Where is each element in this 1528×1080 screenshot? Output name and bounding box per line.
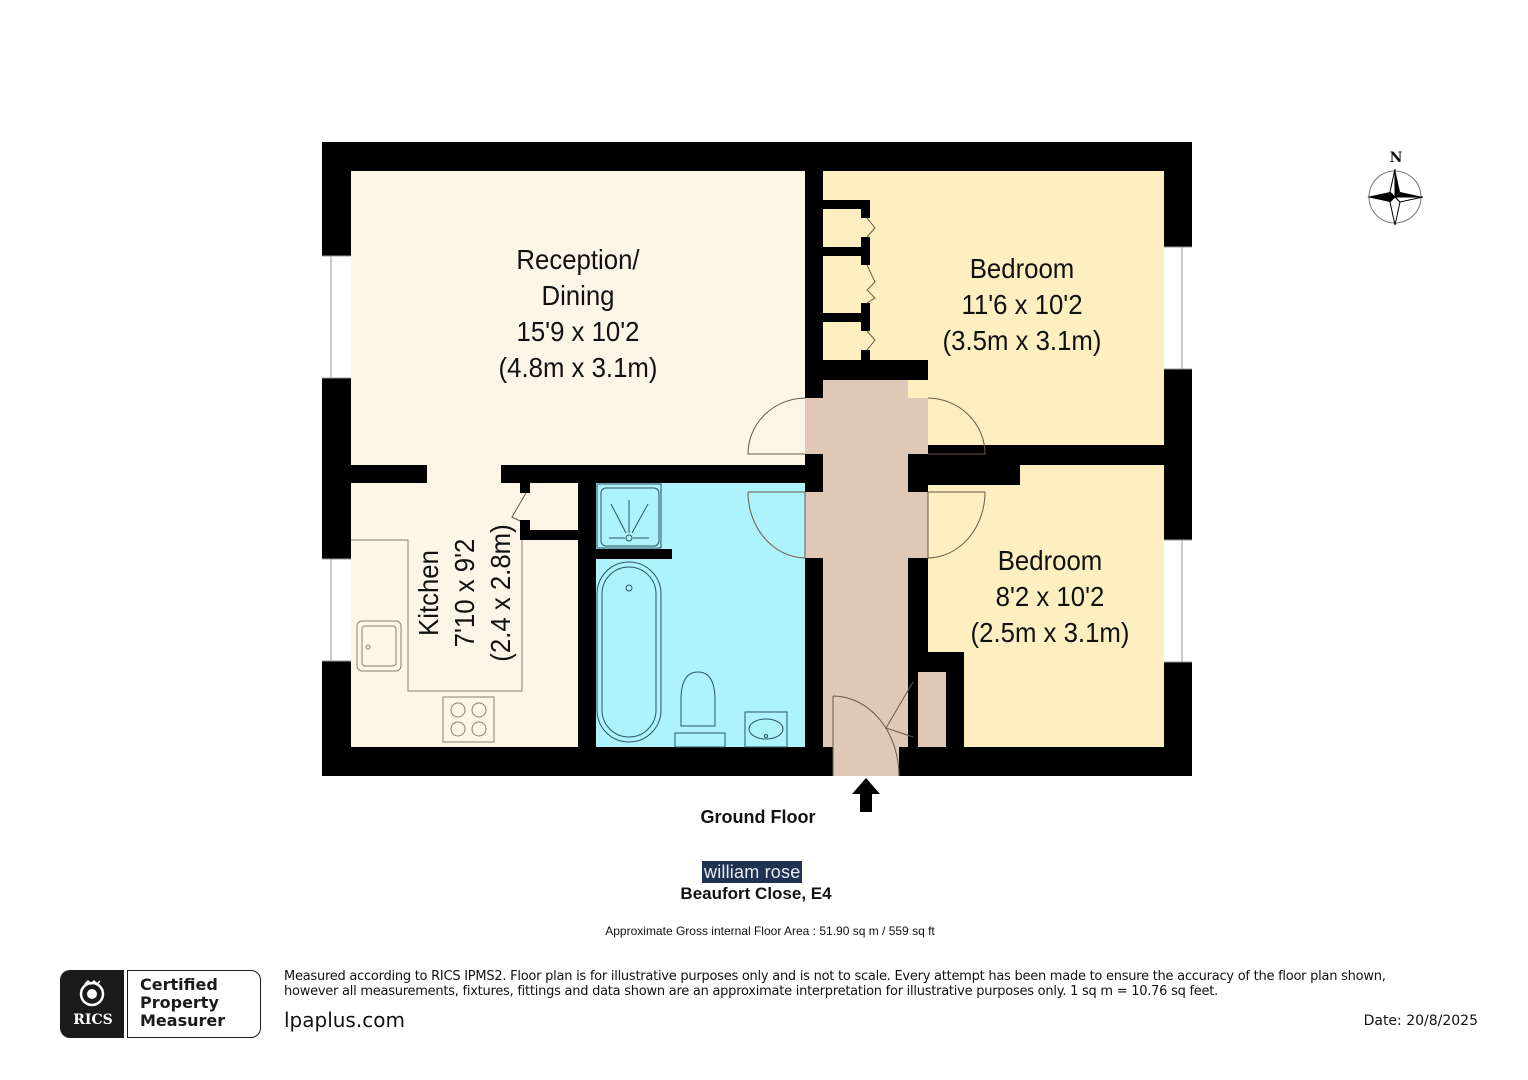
certified-line1: Certified xyxy=(140,975,218,994)
rics-certified-badge: RICS Certified Property Measurer xyxy=(60,970,261,1038)
wardrobe-post-2 xyxy=(861,237,870,265)
door-swing-reception xyxy=(747,397,806,455)
certified-box: Certified Property Measurer xyxy=(127,970,261,1038)
wardrobe-bifold-doors-2 xyxy=(866,264,876,304)
bedroom-divider-wall xyxy=(928,445,1020,465)
toilet-icon xyxy=(674,671,726,748)
lion-icon xyxy=(79,980,105,1007)
door-swing-bedroom1 xyxy=(927,397,986,455)
room-reception-floor xyxy=(351,171,805,465)
kitchen-cupboard-post xyxy=(520,520,530,540)
website-link[interactable]: lpaplus.com xyxy=(284,1008,405,1032)
kitchen-cupboard-wall xyxy=(520,483,530,493)
sink-icon xyxy=(356,620,402,672)
hallway-door-left-top xyxy=(805,398,825,454)
room-name: Kitchen xyxy=(413,550,444,636)
window-bedroom2 xyxy=(1164,539,1192,663)
room-name: Bedroom xyxy=(997,545,1103,576)
room-label-bedroom2: Bedroom 8'2 x 10'2 (2.5m x 3.1m) xyxy=(940,543,1161,651)
wardrobe-shelf-2 xyxy=(823,247,870,256)
bedroom-divider-wall-2 xyxy=(1002,445,1164,465)
room-dimensions-imperial: 11'6 x 10'2 xyxy=(961,289,1083,320)
cupboard-post-bottom xyxy=(908,737,918,747)
hob-icon xyxy=(442,696,495,743)
compass-rose-icon xyxy=(1367,168,1424,226)
certified-line2: Property xyxy=(140,993,219,1012)
arrow-up-icon xyxy=(852,778,880,812)
room-kitchen-floor xyxy=(351,483,578,747)
room-bathroom-floor xyxy=(596,483,805,747)
bedroom1-lower-wall xyxy=(823,360,928,380)
kitchen-cupboard-wall-2 xyxy=(520,530,578,540)
window-kitchen xyxy=(322,558,351,662)
hallway-door-right-bottom xyxy=(906,492,928,558)
property-address: Beaufort Close, E4 xyxy=(680,884,832,903)
bathroom-shower-wall xyxy=(596,549,672,559)
window-reception xyxy=(322,255,351,379)
cupboard-wall-v xyxy=(946,652,964,747)
rics-wordmark: RICS xyxy=(73,1012,113,1028)
bedroom2-cover xyxy=(1020,465,1164,485)
room-label-bedroom1: Bedroom 11'6 x 10'2 (3.5m x 3.1m) xyxy=(912,251,1133,359)
hallway-door-right-top xyxy=(906,398,928,454)
door-swing-bedroom2 xyxy=(927,491,986,559)
bathtub-icon xyxy=(596,561,662,743)
disclaimer: Measured according to RICS IPMS2. Floor … xyxy=(284,969,1494,999)
cupboard-post-top xyxy=(908,672,918,682)
room-dimensions-imperial: 8'2 x 10'2 xyxy=(995,581,1105,612)
room-dimensions-metric: (4.8m x 3.1m) xyxy=(498,352,658,383)
wardrobe-post-3 xyxy=(861,303,870,331)
room-name-line2: Dining xyxy=(541,280,615,311)
room-dimensions-imperial: 7'10 x 9'2 xyxy=(449,538,480,648)
rics-logo-panel: RICS xyxy=(60,970,124,1038)
hallway-cupboard xyxy=(918,672,946,747)
door-swing-entrance xyxy=(832,695,900,777)
room-name: Bedroom xyxy=(969,253,1075,284)
wardrobe-bifold-doors-3 xyxy=(866,330,876,351)
room-name: Reception/ xyxy=(516,244,640,275)
wardrobe-shelf-1 xyxy=(823,200,870,209)
bedroom2-cover-wall xyxy=(928,465,1020,485)
wardrobe-bifold-doors xyxy=(866,217,876,238)
certified-line3: Measurer xyxy=(140,1011,226,1030)
kitchen-cupboard-door xyxy=(511,492,527,522)
kitchen-worktop xyxy=(351,539,523,692)
entrance-opening xyxy=(833,745,899,776)
certified-text: Certified Property Measurer xyxy=(140,976,225,1030)
room-dimensions-metric: (2.4 x 2.8m) xyxy=(485,524,516,662)
basin-icon xyxy=(744,711,788,748)
room-dimensions-metric: (2.5m x 3.1m) xyxy=(970,617,1130,648)
agent-logo: william rose xyxy=(702,861,803,883)
kitchen-opening xyxy=(427,463,501,485)
floor-title: Ground Floor xyxy=(700,807,816,827)
room-dimensions-imperial: 15'9 x 10'2 xyxy=(516,316,640,347)
wardrobe-post-4 xyxy=(861,350,870,362)
room-label-reception: Reception/ Dining 15'9 x 10'2 (4.8m x 3.… xyxy=(468,242,689,386)
plan-date: Date: 20/8/2025 xyxy=(1363,1013,1478,1029)
door-swing-bathroom xyxy=(747,491,806,559)
window-bedroom1 xyxy=(1164,246,1192,370)
room-hallway-floor xyxy=(823,380,908,747)
compass-north-label: N xyxy=(1389,150,1403,166)
hallway-door-left-bottom xyxy=(805,492,825,558)
shower-tray-icon xyxy=(596,483,662,549)
bed2-floor-fix xyxy=(964,652,1164,747)
disclaimer-line1: Measured according to RICS IPMS2. Floor … xyxy=(284,969,1386,984)
floor-area: Approximate Gross internal Floor Area : … xyxy=(605,924,935,938)
room-label-kitchen: Kitchen 7'10 x 9'2 (2.4 x 2.8m) xyxy=(411,501,521,685)
wardrobe-post-1 xyxy=(861,200,870,218)
wardrobe-shelf-3 xyxy=(823,313,870,322)
door-cupboard-hall xyxy=(885,681,914,738)
compass: N xyxy=(1366,150,1426,228)
room-dimensions-metric: (3.5m x 3.1m) xyxy=(942,325,1102,356)
disclaimer-line2: however all measurements, fixtures, fitt… xyxy=(284,984,1219,999)
